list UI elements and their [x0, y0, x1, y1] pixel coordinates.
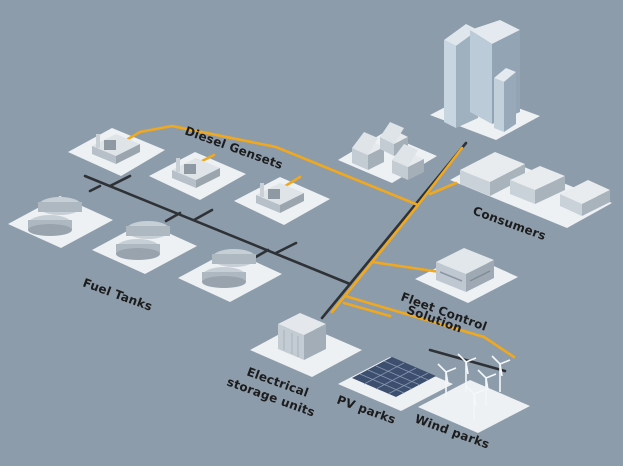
generator-icon: [256, 183, 304, 213]
house-icon: [380, 122, 408, 156]
house-icon: [352, 132, 384, 170]
battery-container-icon: [278, 313, 326, 360]
power-lines: [126, 124, 516, 359]
fuel-tank-icon: [202, 249, 256, 288]
fuel-tanks: [28, 197, 256, 288]
fuel-tank-icon: [28, 197, 82, 236]
wind-turbine-icon: [437, 353, 511, 420]
office-building-icon: [460, 152, 610, 216]
control-building-icon: [436, 248, 494, 292]
house-icon: [392, 144, 424, 180]
skyscraper-icon: [444, 20, 520, 132]
generator-icon: [172, 158, 220, 188]
diesel-gensets: [92, 134, 304, 213]
solar-panel-icon: [352, 357, 436, 397]
generator-icon: [92, 134, 140, 164]
consumers: [352, 20, 610, 216]
fuel-tank-icon: [116, 221, 170, 260]
